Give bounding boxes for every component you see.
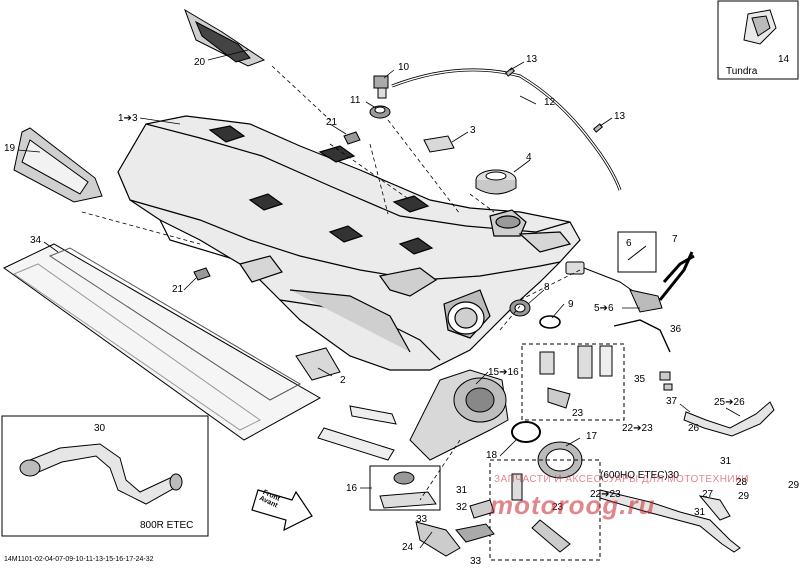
filler-cap-part-4 [475,169,517,195]
rod-parts [317,405,397,461]
ring-part-18 [511,421,541,443]
callout-29b: 29 [738,491,750,502]
callout-9: 9 [568,299,574,310]
etec800-hose-part-30 [19,443,183,505]
panel-part-19 [13,127,103,203]
callout-6: 6 [626,238,632,249]
o-ring-part-9 [539,315,561,329]
grommet-part-11 [369,105,391,119]
callout-14: 14 [778,54,790,65]
callout-15-16: 15➔16 [488,367,519,378]
callout-31a: 31 [720,456,732,467]
callout-16: 16 [346,483,358,494]
callout-8: 8 [544,282,550,293]
etec800-inset-label: 800R ETEC [140,520,194,531]
detail-box-22b [489,459,601,561]
callout-23b: 23 [552,502,564,513]
callout-32: 32 [456,502,468,513]
fuel-line-part-30 [599,489,741,553]
harness-part-36 [613,319,671,353]
watermark-brand: motoroog.ru [490,490,656,520]
fuel-line-part-25 [683,401,775,437]
callout-36: 36 [670,324,682,335]
callout-1-3: 1➔3 [118,113,138,124]
pad-part-2 [295,347,341,381]
detail-box-22 [521,343,625,421]
callout-23a: 23 [572,408,584,419]
pump-module-part-15 [409,369,509,461]
callout-13b: 13 [614,111,626,122]
diagram-code: 14M1101-02-04-07-09-10-11-13-15-16-17-24… [4,556,154,563]
callout-25-26: 25➔26 [714,397,745,408]
callout-19: 19 [4,143,16,154]
fuel-sender-part-5 [565,251,694,313]
callout-20: 20 [194,57,206,68]
callout-17: 17 [586,431,598,442]
callout-29a: 29 [788,480,800,491]
grommet-part-21 [193,131,361,281]
clip-part-37 [663,383,673,391]
callout-30-inset: 30 [94,423,106,434]
callout-10: 10 [398,62,410,73]
tundra-clip-part [743,9,777,45]
callout-7: 7 [672,234,678,245]
callout-21a: 21 [326,117,338,128]
callout-35: 35 [634,374,646,385]
callout-37: 37 [666,396,678,407]
leader-lines [17,49,741,549]
clip-part-35 [659,371,671,381]
callout-26: 26 [688,423,700,434]
mat-part-34 [3,243,322,441]
pad-part-3 [423,135,455,153]
tundra-inset-frame [717,0,799,80]
callout-22-23b: 22➔23 [590,489,621,500]
callout-34: 34 [30,235,42,246]
callout-600ho: (600HO ETEC)30 [600,470,679,481]
callout-31c: 31 [694,507,706,518]
fitting-part-24 [415,521,495,557]
callout-3: 3 [470,125,476,136]
cover-part-20 [184,8,266,67]
callout-24: 24 [402,542,414,553]
pump-seal-part-8 [509,299,531,317]
fitting-part-32 [469,499,495,519]
front-direction-arrow [251,489,313,532]
callout-4: 4 [526,152,532,163]
callout-27: 27 [702,489,714,500]
etec800-inset-frame [1,415,209,537]
detail-box-16 [369,465,441,511]
callout-5-6: 5➔6 [594,303,614,314]
fuel-tank [117,115,581,371]
hose-part-7 [662,254,695,283]
callout-21b: 21 [172,284,184,295]
callout-11: 11 [350,95,361,106]
watermark-tagline: ЗАПЧАСТИ И АКСЕССУАРЫ ДЛЯ МОТОТЕХНИКИ [494,474,750,485]
callout-18: 18 [486,450,498,461]
tundra-inset-label: Tundra [726,66,758,77]
callout-33a: 33 [416,514,428,525]
callout-22-23a: 22➔23 [622,423,653,434]
dash-guides [81,65,581,501]
callout-31b: 31 [456,485,468,496]
wire-part-6 [617,231,657,273]
callout-2: 2 [340,375,346,386]
callout-28: 28 [736,477,748,488]
callout-13a: 13 [526,54,538,65]
callout-33b: 33 [470,556,482,567]
vent-valve-part-10 [373,75,389,99]
callout-12: 12 [544,97,556,108]
